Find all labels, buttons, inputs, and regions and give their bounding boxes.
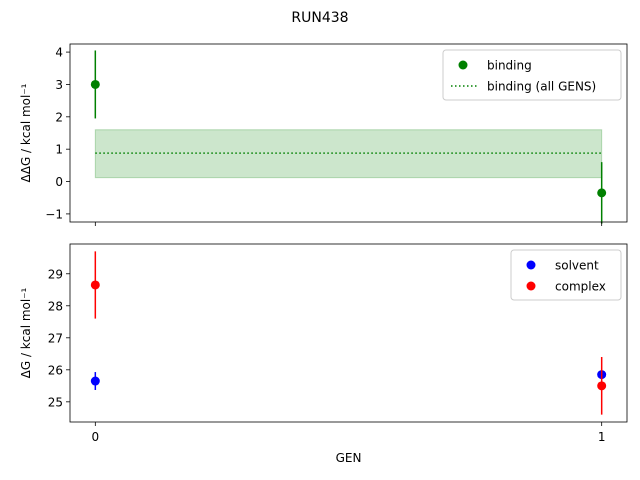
legend-label: binding — [487, 59, 532, 73]
data-point — [90, 79, 100, 89]
figure-title: RUN438 — [291, 10, 348, 26]
legend-point-marker — [458, 60, 468, 70]
legend-point-marker — [526, 281, 536, 291]
y-tick-label: 4 — [55, 46, 63, 60]
y-tick-label: 26 — [48, 363, 63, 377]
legend-label: binding (all GENS) — [487, 80, 596, 94]
x-tick-label: 0 — [91, 430, 99, 444]
data-point — [597, 381, 607, 391]
legend: binding binding (all GENS) — [442, 49, 622, 101]
legend-label: solvent — [555, 259, 599, 273]
y-tick-label: 3 — [55, 78, 63, 92]
y-tick-label: 1 — [55, 143, 63, 157]
y-tick-label: 0 — [55, 175, 63, 189]
x-axis-label: GEN — [336, 451, 362, 465]
y-tick-label: 25 — [48, 395, 63, 409]
bottom-panel: 25 26 27 28 29 0 1 ΔG / kcal mol⁻¹ GEN solvent com… — [19, 243, 628, 465]
y-axis-label: ΔG / kcal mol⁻¹ — [19, 287, 33, 378]
y-tick-label: 27 — [48, 331, 63, 345]
data-point — [90, 376, 100, 386]
y-tick-label: 28 — [48, 299, 63, 313]
data-point — [597, 188, 607, 198]
y-axis-label: ΔΔG / kcal mol⁻¹ — [19, 83, 33, 182]
legend-box — [510, 249, 622, 301]
legend: solvent complex — [510, 249, 622, 301]
data-point — [90, 280, 100, 290]
legend-box — [442, 49, 622, 101]
y-tick-label: 2 — [55, 110, 63, 124]
y-tick-label: −1 — [45, 207, 63, 221]
legend-label: complex — [555, 280, 606, 294]
x-tick-label: 1 — [598, 430, 606, 444]
plot-frame — [69, 243, 628, 423]
plot-frame — [69, 43, 628, 223]
legend-point-marker — [526, 260, 536, 270]
y-tick-label: 29 — [48, 267, 63, 281]
